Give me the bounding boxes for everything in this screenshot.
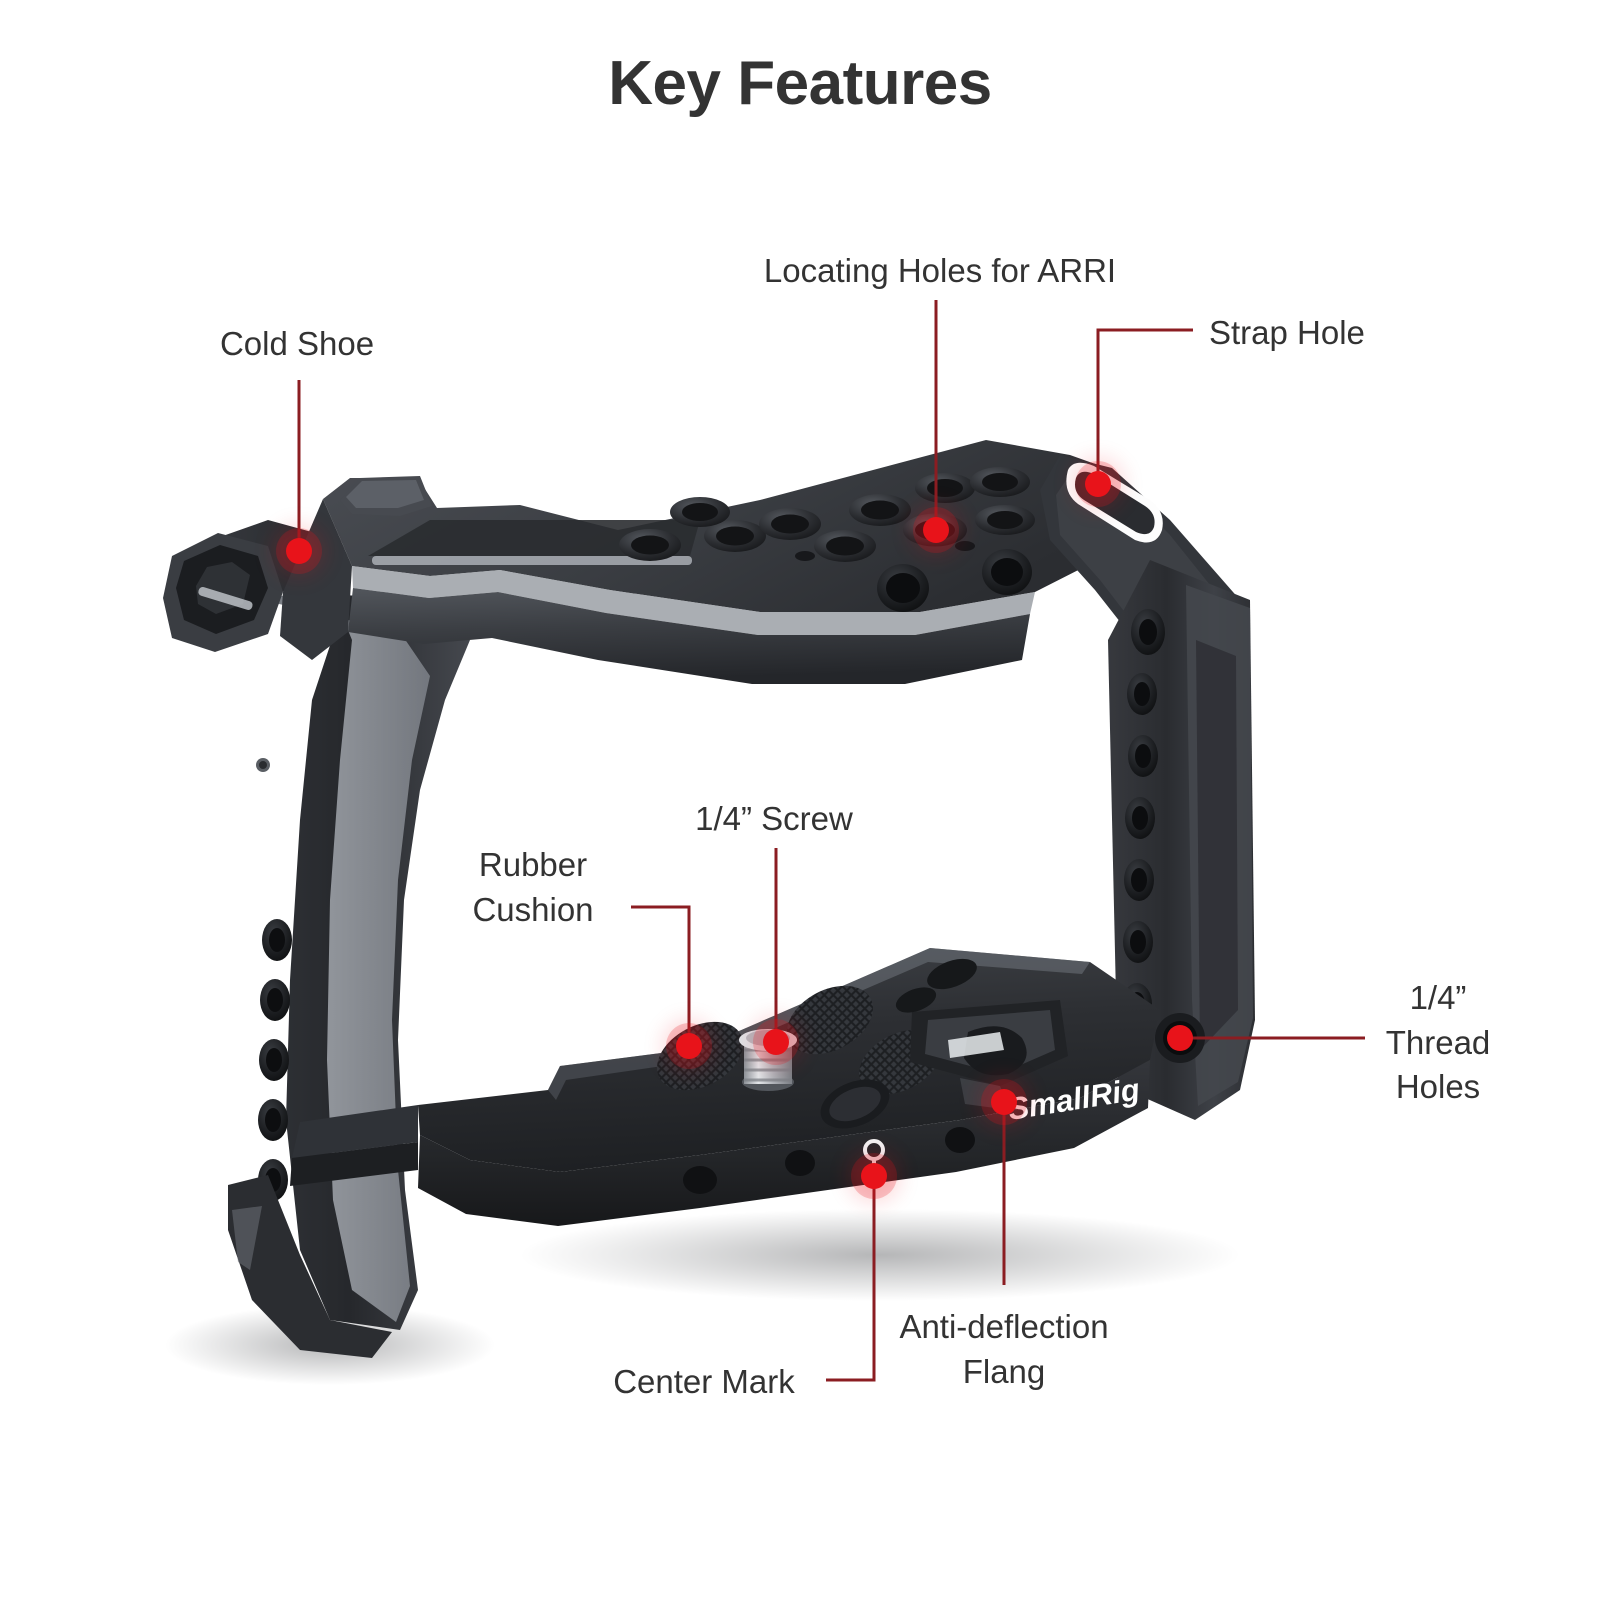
label-center-mark: Center Mark — [613, 1363, 795, 1400]
marker-rubber-cushion — [676, 1033, 702, 1059]
marker-center-mark — [861, 1163, 887, 1189]
marker-quarter-screw — [763, 1029, 789, 1055]
anti-deflection-flange — [895, 958, 1068, 1110]
cold-shoe-block — [163, 533, 283, 652]
top-plate-front-holes — [877, 549, 1032, 612]
label-strap-hole: Strap Hole — [1209, 314, 1365, 351]
label-rubber-cushion: Rubber Cushion — [472, 846, 594, 928]
label-locating-holes: Locating Holes for ARRI — [763, 252, 1117, 289]
marker-anti-deflection — [991, 1089, 1017, 1115]
marker-thread-holes — [1167, 1025, 1193, 1051]
marker-locating-holes — [923, 517, 949, 543]
label-quarter-screw: 1/4” Screw — [695, 800, 853, 837]
label-thread-holes: 1/4” Thread Holes — [1385, 979, 1491, 1106]
marker-strap-hole — [1085, 471, 1111, 497]
marker-cold-shoe — [286, 538, 312, 564]
leader-rubber-cushion — [631, 905, 691, 1046]
locating-holes-arri — [619, 467, 1035, 562]
leader-strap-hole — [1096, 328, 1193, 484]
page-title: Key Features — [608, 49, 992, 118]
label-anti-deflection: Anti-deflection Flang — [899, 1308, 1109, 1390]
leader-lines — [297, 300, 1365, 1382]
rubber-cushions — [657, 985, 942, 1095]
leader-center-mark — [826, 1176, 876, 1382]
label-cold-shoe: Cold Shoe — [219, 325, 375, 362]
top-plate — [280, 440, 1147, 684]
base-plate: SmallRig — [290, 948, 1160, 1226]
